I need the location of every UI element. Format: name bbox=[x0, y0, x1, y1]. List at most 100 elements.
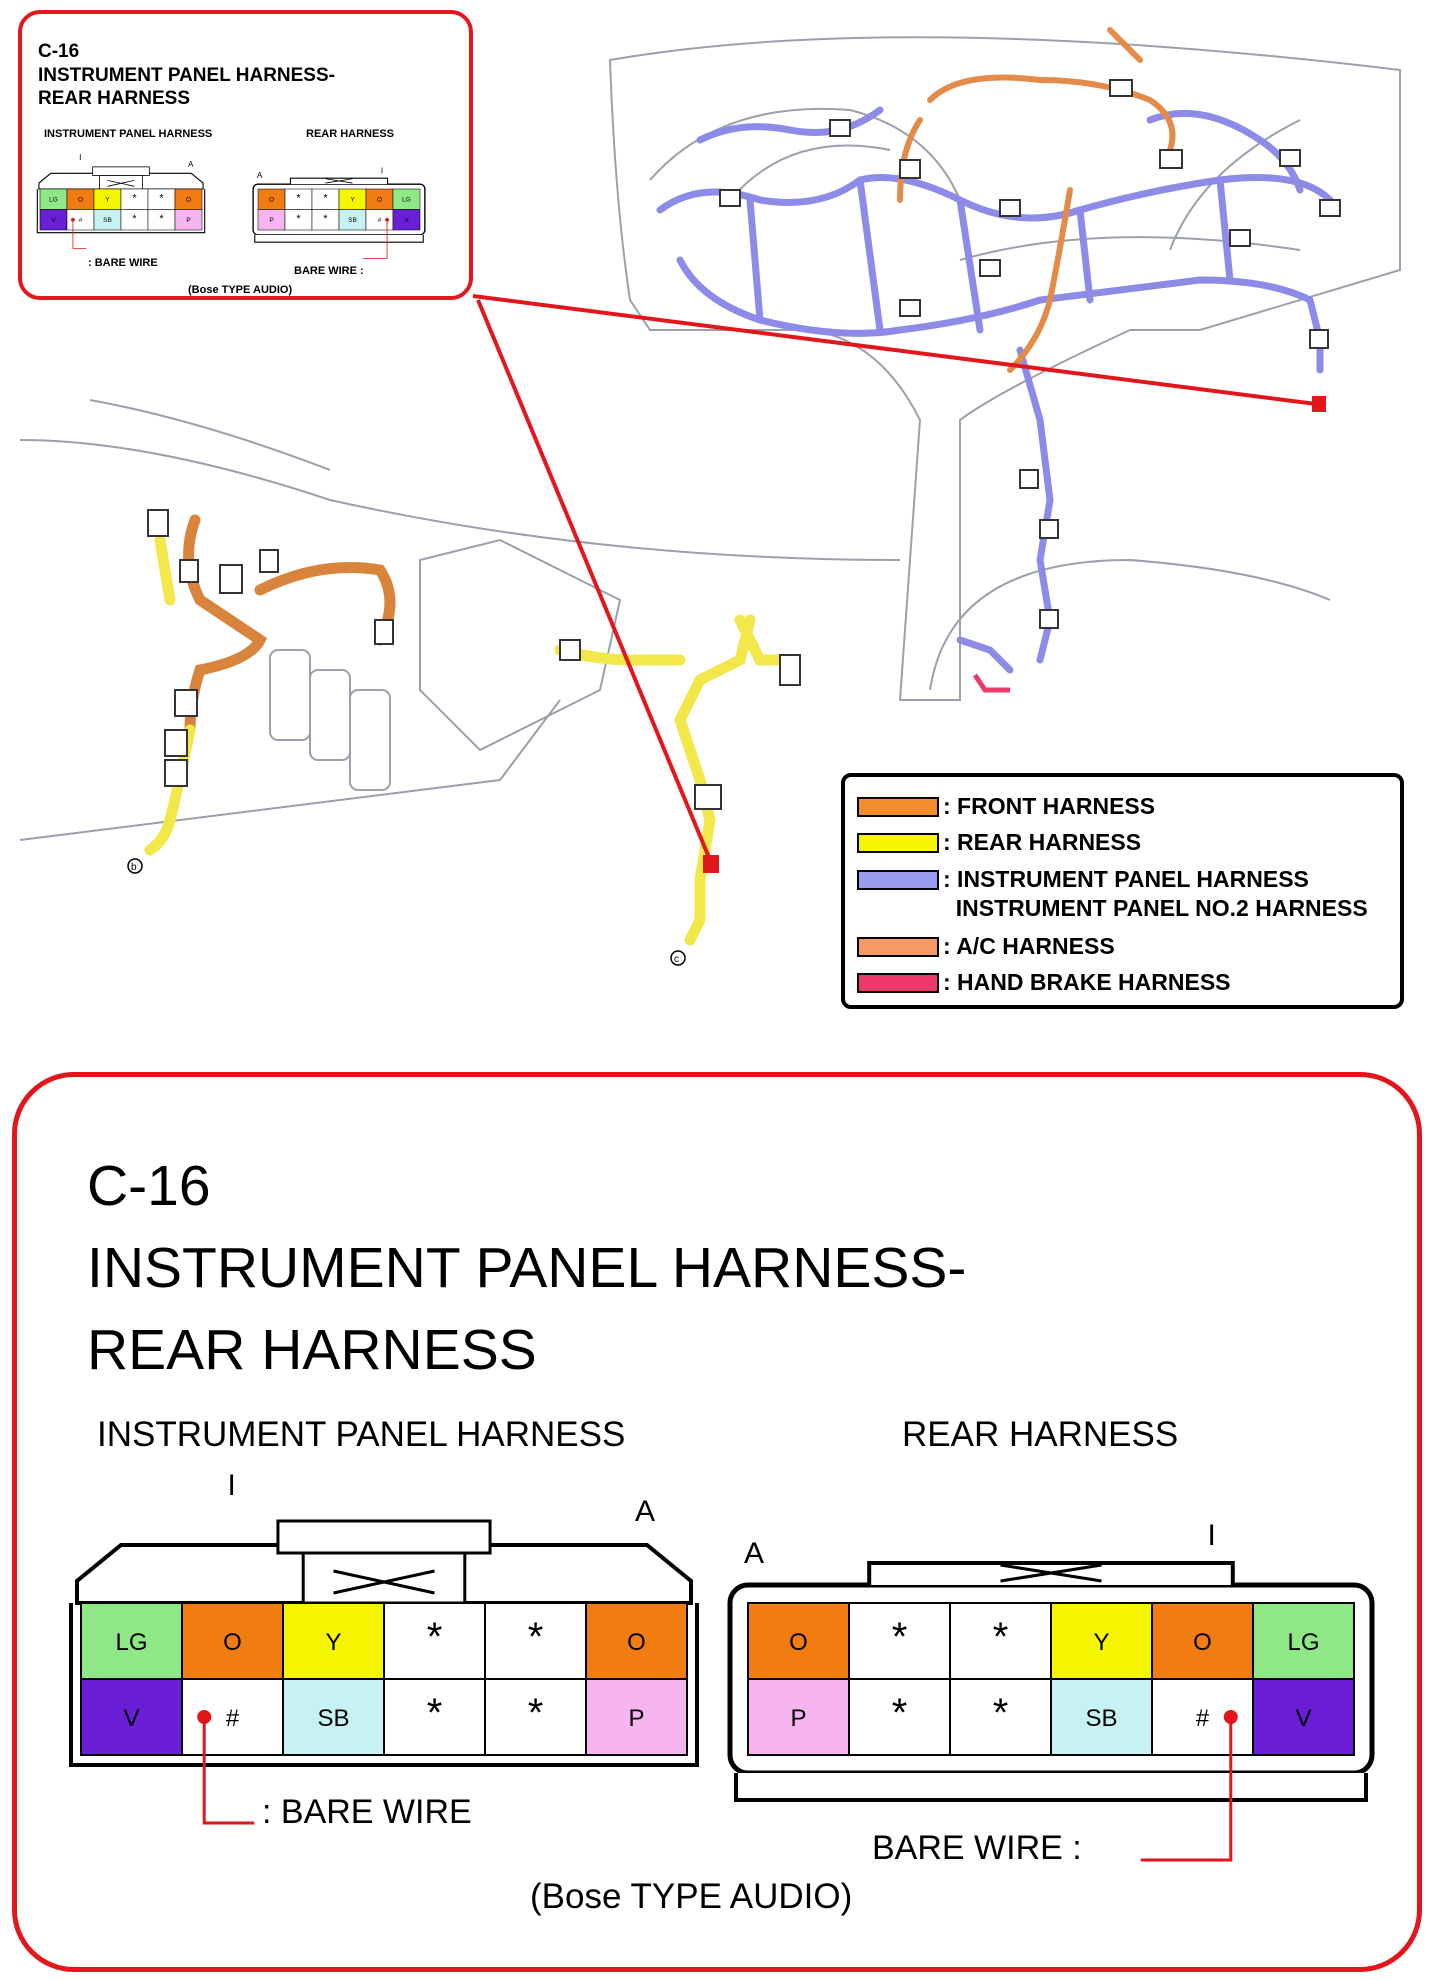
front-harness-wires-left bbox=[183, 514, 396, 736]
legend-swatch bbox=[857, 797, 939, 817]
pin-cell bbox=[1151, 1602, 1254, 1680]
pin-label: * bbox=[993, 1691, 1009, 1735]
pin-label: P bbox=[628, 1705, 644, 1732]
orientation-mark-i: I bbox=[1208, 1519, 1216, 1552]
pin-label: Y bbox=[105, 197, 110, 204]
small-title-line2: REAR HARNESS bbox=[38, 88, 191, 109]
pin-label: SB bbox=[317, 1705, 349, 1732]
legend-swatch bbox=[857, 973, 939, 993]
pin-label: LG bbox=[402, 197, 411, 204]
pin-label: * bbox=[427, 1691, 443, 1735]
connector-callout-large: C-16 INSTRUMENT PANEL HARNESS- REAR HARN… bbox=[12, 1072, 1422, 1972]
legend-label: : A/C HARNESS bbox=[943, 933, 1115, 959]
hand-brake-harness-wire bbox=[972, 673, 1010, 693]
pin-label: O bbox=[269, 197, 274, 204]
pin-cell bbox=[383, 1678, 486, 1756]
pin-cell bbox=[585, 1602, 688, 1680]
small-footnote: (Bose TYPE AUDIO) bbox=[188, 284, 293, 296]
pin-cell bbox=[282, 1602, 385, 1680]
orientation-mark-a: A bbox=[188, 160, 194, 169]
small-bare-wire-left: : BARE WIRE bbox=[88, 257, 158, 269]
legend-swatch bbox=[857, 870, 939, 890]
pin-cell bbox=[392, 209, 421, 231]
small-connector-id: C-16 bbox=[38, 41, 80, 62]
connector-title-line2: REAR HARNESS bbox=[87, 1318, 537, 1382]
legend-item: : A/C HARNESS bbox=[857, 933, 1115, 961]
pin-label: * bbox=[159, 193, 164, 205]
pin-label: O bbox=[223, 1629, 242, 1656]
callout-leader-lines bbox=[472, 294, 1317, 861]
pin-cell bbox=[383, 1602, 486, 1680]
pin-label: * bbox=[892, 1691, 908, 1735]
pin-label: Y bbox=[1093, 1629, 1109, 1656]
pin-label: * bbox=[132, 213, 137, 225]
pin-label: * bbox=[993, 1615, 1009, 1659]
pin-label: V bbox=[51, 217, 56, 224]
pin-label: * bbox=[427, 1615, 443, 1659]
legend-swatch bbox=[857, 833, 939, 853]
pin-cell bbox=[848, 1602, 951, 1680]
pin-label: * bbox=[892, 1615, 908, 1659]
pin-label: # bbox=[378, 217, 382, 224]
small-left-label: INSTRUMENT PANEL HARNESS bbox=[44, 128, 213, 140]
pin-label: * bbox=[323, 213, 328, 225]
pin-label: # bbox=[1196, 1705, 1210, 1732]
connector-callout-small: C-16 INSTRUMENT PANEL HARNESS- REAR HARN… bbox=[18, 10, 473, 300]
pin-label: SB bbox=[348, 217, 357, 224]
bare-wire-left-label: : BARE WIRE bbox=[262, 1793, 472, 1831]
pin-cell bbox=[1252, 1602, 1355, 1680]
pin-label: * bbox=[528, 1615, 544, 1659]
legend-item: : HAND BRAKE HARNESS bbox=[857, 969, 1231, 997]
pin-cell bbox=[747, 1602, 850, 1680]
connector-id: C-16 bbox=[87, 1154, 211, 1218]
pin-label: O bbox=[627, 1629, 646, 1656]
pin-label: O bbox=[789, 1629, 808, 1656]
harness-illustration: b c bbox=[19, 27, 1401, 966]
pin-label: * bbox=[323, 193, 328, 205]
c16-marker-left bbox=[703, 855, 719, 873]
right-connector-label: REAR HARNESS bbox=[902, 1415, 1179, 1454]
pin-cell bbox=[80, 1678, 183, 1756]
pin-label: V bbox=[1295, 1705, 1311, 1732]
legend-item: : REAR HARNESS bbox=[857, 829, 1141, 857]
pin-label: Y bbox=[350, 197, 355, 204]
bare-wire-right-label: BARE WIRE : bbox=[872, 1829, 1082, 1867]
legend-label: : HAND BRAKE HARNESS bbox=[943, 969, 1231, 995]
connector-boxes bbox=[147, 79, 1341, 810]
legend-label: : REAR HARNESS bbox=[943, 829, 1142, 855]
pin-label: P bbox=[186, 217, 190, 224]
end-markers bbox=[127, 858, 686, 966]
pin-label: O bbox=[377, 197, 382, 204]
pin-label: * bbox=[296, 193, 301, 205]
legend-swatch bbox=[857, 937, 939, 957]
orientation-mark-i: I bbox=[227, 1469, 235, 1502]
pin-label: * bbox=[132, 193, 137, 205]
pin-label: V bbox=[404, 217, 409, 224]
pin-label: * bbox=[528, 1691, 544, 1735]
small-right-label: REAR HARNESS bbox=[306, 128, 395, 140]
small-title-line1: INSTRUMENT PANEL HARNESS- bbox=[38, 65, 335, 86]
c16-marker-dash bbox=[1312, 396, 1326, 412]
pin-cell bbox=[1252, 1678, 1355, 1756]
pin-cell bbox=[282, 1678, 385, 1756]
pin-label: * bbox=[296, 213, 301, 225]
marker-c: c bbox=[674, 954, 679, 965]
pin-label: P bbox=[790, 1705, 806, 1732]
orientation-mark-i: I bbox=[381, 166, 383, 175]
orientation-mark-i: I bbox=[79, 153, 81, 162]
ip-harness-wires bbox=[656, 106, 1334, 674]
legend-label: : FRONT HARNESS bbox=[943, 793, 1156, 819]
pin-label: # bbox=[79, 217, 83, 224]
small-bare-wire-right: BARE WIRE : bbox=[294, 265, 364, 277]
pin-label: LG bbox=[49, 197, 58, 204]
connector-title-line1: INSTRUMENT PANEL HARNESS- bbox=[87, 1236, 967, 1300]
front-harness-wires-dash bbox=[897, 27, 1176, 373]
pin-cell bbox=[174, 209, 203, 231]
pin-cell bbox=[848, 1678, 951, 1756]
pin-label: LG bbox=[1287, 1629, 1319, 1656]
